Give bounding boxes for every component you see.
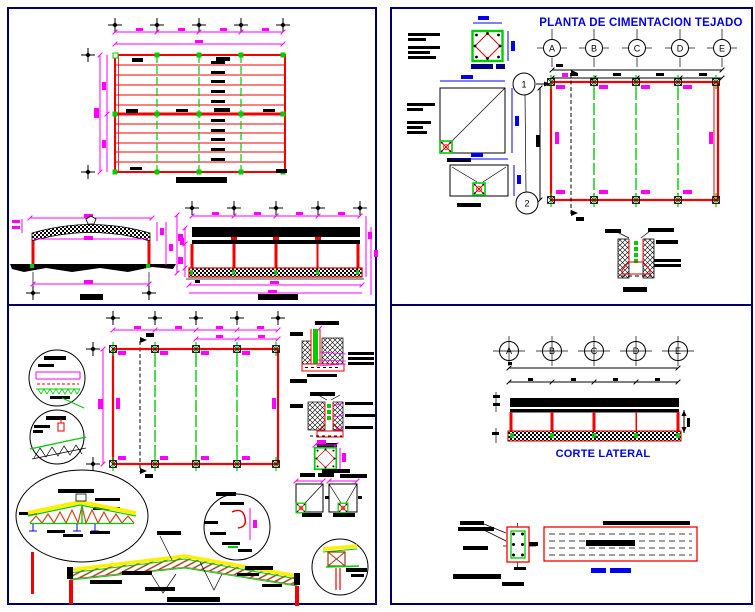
blue-dim-marks: [29, 524, 99, 532]
annotation-bars: [126, 57, 287, 173]
grid-label: D: [677, 44, 684, 54]
column-right: [147, 241, 151, 266]
front-elevation: [10, 212, 184, 301]
grid-label: B: [591, 44, 597, 54]
detail-heading-bar: [603, 521, 690, 525]
detail-circle-purlin: [28, 349, 86, 409]
grid-label: 1: [521, 80, 526, 90]
grid-label: D: [633, 346, 640, 356]
sheet-frame: [7, 7, 753, 605]
tie-beam-axes: [593, 88, 679, 195]
foundation-section-detail: [605, 228, 681, 292]
foundation-plan-outline: [549, 80, 720, 202]
side-elevation: [178, 200, 378, 300]
ground-line: [10, 264, 176, 272]
footing-plan-detail-center: [449, 153, 521, 207]
arched-truss-band: [31, 224, 151, 242]
section-cut-line: [562, 70, 584, 221]
grid-cross-markers: [80, 17, 291, 180]
column-section-detail: [408, 16, 515, 69]
purlin-lines: [115, 64, 285, 163]
axis-lines: [154, 355, 238, 458]
column-right: [295, 586, 299, 606]
grid-label: A: [549, 44, 555, 54]
end-plate-left: [67, 567, 73, 579]
eave-beam: [510, 398, 679, 407]
detail-title-bar: [623, 287, 647, 292]
grid-bubbles-rows: 1 2: [512, 72, 551, 215]
grid-label: E: [719, 44, 725, 54]
column-section-detail-small: [312, 440, 367, 478]
leader-lines: [315, 351, 347, 367]
column-left: [31, 241, 35, 266]
truss-bottom-chord: [69, 567, 298, 587]
roof-structure-plan: [85, 310, 286, 478]
roof-framing-plan: [80, 17, 291, 183]
columns: [509, 412, 680, 432]
grid-label: E: [675, 346, 681, 356]
eave-beam: [192, 227, 360, 237]
footing-plan-detail-corner: [407, 75, 519, 162]
grid-bubbles: A B C D E: [493, 336, 694, 366]
tie-beam-detail: [543, 521, 698, 573]
scale-label-bar: [591, 568, 606, 573]
grid-label: C: [634, 44, 641, 54]
detail-circle-connection: [203, 492, 271, 561]
annotation-bars: [605, 228, 681, 267]
detail-caption-bar: [471, 64, 493, 69]
drawing-title-bar: [258, 294, 298, 300]
grid-label: 2: [524, 199, 529, 209]
annotation-bars: [408, 33, 440, 59]
column-left: [69, 580, 73, 604]
drawing-title-bar: [176, 177, 227, 183]
annotation-bars: [90, 531, 282, 591]
column-markers: [108, 341, 281, 472]
end-plate-right: [294, 573, 300, 585]
column-rebar-detail: [453, 521, 538, 586]
footing-labels: [555, 85, 713, 194]
foundation-plan: PLANTA DE CIMENTACION TEJADO A B C D E 1…: [512, 17, 743, 221]
leader-lines: [332, 402, 345, 430]
column-nodes: [112, 52, 286, 175]
dimension-lines: [94, 28, 286, 175]
detail-circle-web: [29, 409, 87, 465]
scale-label-bar: [610, 568, 631, 573]
center-foundation-detail: [290, 392, 375, 447]
lateral-section: A B C D E CORTE LATERAL: [492, 336, 694, 460]
grid-label: B: [549, 346, 555, 356]
edge-foundation-detail: [290, 321, 374, 383]
foundation-plan-title: PLANTA DE CIMENTACION TEJADO: [539, 17, 742, 29]
detail-title-bar: [457, 203, 481, 207]
detail-title-bar: [514, 567, 526, 570]
truss-apex-plate: [85, 215, 97, 225]
drawing-title-bar: [167, 597, 220, 602]
footing-markers: [546, 74, 721, 208]
drawing-title-bar: [80, 294, 103, 300]
lateral-section-title: CORTE LATERAL: [556, 448, 651, 460]
column-labels: [116, 351, 276, 460]
detail-circle-column-base: [311, 538, 369, 596]
grid-bubbles-columns: A B C D E: [537, 29, 737, 67]
detail-ellipse-truss-apex: [15, 469, 149, 563]
truss-elevation: [31, 531, 300, 606]
columns: [190, 244, 360, 268]
footing-plan-small-center: [326, 469, 362, 517]
section-cut-line: [139, 333, 154, 478]
grid-label: C: [591, 346, 598, 356]
grid-label: A: [506, 346, 512, 356]
detail-title-bar: [447, 158, 471, 162]
